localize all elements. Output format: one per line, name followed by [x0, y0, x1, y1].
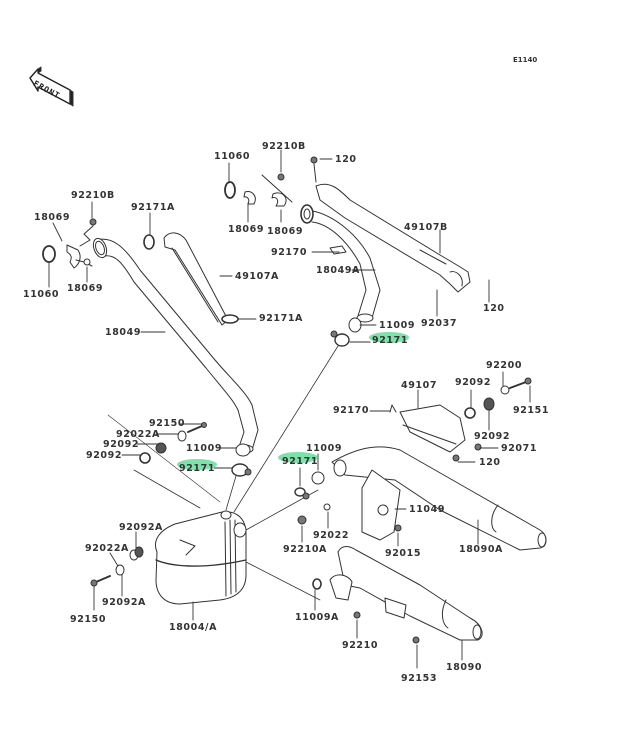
part-label-92151[interactable]: 92151 [513, 405, 550, 416]
part-label-92200[interactable]: 92200 [486, 360, 523, 371]
clamp-92171a-lower [221, 314, 239, 324]
highlight-92171-mid [369, 332, 409, 343]
part-label-18090a[interactable]: 18090A [459, 544, 504, 555]
part-label-11060[interactable]: 11060 [23, 289, 60, 300]
heat-cover-49107 [399, 404, 466, 453]
highlight-92171-left [177, 459, 217, 470]
part-label-92210b[interactable]: 92210B [262, 141, 306, 152]
muffler-box-18004A [155, 510, 247, 605]
heat-cover-49107B [315, 183, 471, 293]
part-label-120[interactable]: 120 [483, 303, 505, 314]
part-label-92150[interactable]: 92150 [70, 614, 107, 625]
part-label-92210[interactable]: 92210 [342, 640, 379, 651]
part-label-49107a[interactable]: 49107A [235, 271, 280, 282]
part-label-18069[interactable]: 18069 [267, 226, 304, 237]
part-label-92171a[interactable]: 92171A [131, 202, 176, 213]
part-label-92171a[interactable]: 92171A [259, 313, 304, 324]
highlight-92171-center [278, 452, 318, 463]
part-label-92092[interactable]: 92092 [86, 450, 123, 461]
part-label-18004-a[interactable]: 18004/A [169, 622, 218, 633]
part-label-92092a[interactable]: 92092A [119, 522, 164, 533]
part-label-92150[interactable]: 92150 [149, 418, 186, 429]
part-label-11009[interactable]: 11009 [306, 443, 343, 454]
front-arrow-icon [29, 66, 74, 107]
part-label-92171[interactable]: 92171 [282, 456, 319, 467]
part-label-18069[interactable]: 18069 [67, 283, 104, 294]
part-label-18069[interactable]: 18069 [34, 212, 71, 223]
heat-cover-49107A [163, 232, 229, 326]
part-label-92022[interactable]: 92022 [313, 530, 350, 541]
part-label-120[interactable]: 120 [335, 154, 357, 165]
part-label-18049[interactable]: 18049 [105, 327, 142, 338]
clamp-92171a-upper [143, 234, 155, 250]
part-label-11009a[interactable]: 11009A [295, 612, 340, 623]
part-label-92022a[interactable]: 92022A [116, 429, 161, 440]
part-label-11060[interactable]: 11060 [214, 151, 251, 162]
part-label-92092[interactable]: 92092 [455, 377, 492, 388]
part-label-18090[interactable]: 18090 [446, 662, 483, 673]
diagram-code: E1140 [513, 56, 538, 64]
part-label-92171[interactable]: 92171 [179, 463, 216, 474]
part-label-11049[interactable]: 11049 [409, 504, 446, 515]
part-label-18069[interactable]: 18069 [228, 224, 265, 235]
part-label-92210a[interactable]: 92210A [283, 544, 328, 555]
muffler-18090A [331, 446, 547, 551]
part-label-49107b[interactable]: 49107B [404, 222, 448, 233]
part-label-92071[interactable]: 92071 [501, 443, 538, 454]
part-label-92210b[interactable]: 92210B [71, 190, 115, 201]
header-pipe-18049A [300, 204, 381, 323]
part-label-92092[interactable]: 92092 [474, 431, 511, 442]
part-label-92037[interactable]: 92037 [421, 318, 458, 329]
part-label-92022a[interactable]: 92022A [85, 543, 130, 554]
part-label-92170[interactable]: 92170 [333, 405, 370, 416]
muffler-18090 [329, 546, 483, 641]
part-label-92170[interactable]: 92170 [271, 247, 308, 258]
part-label-11009[interactable]: 11009 [379, 320, 416, 331]
part-label-18049a[interactable]: 18049A [316, 265, 361, 276]
part-label-92171[interactable]: 92171 [372, 335, 409, 346]
part-label-92015[interactable]: 92015 [385, 548, 422, 559]
part-label-92092a[interactable]: 92092A [102, 597, 147, 608]
part-label-92092[interactable]: 92092 [103, 439, 140, 450]
part-label-120[interactable]: 120 [479, 457, 501, 468]
part-label-49107[interactable]: 49107 [401, 380, 438, 391]
part-label-11009[interactable]: 11009 [186, 443, 223, 454]
part-label-92153[interactable]: 92153 [401, 673, 438, 684]
